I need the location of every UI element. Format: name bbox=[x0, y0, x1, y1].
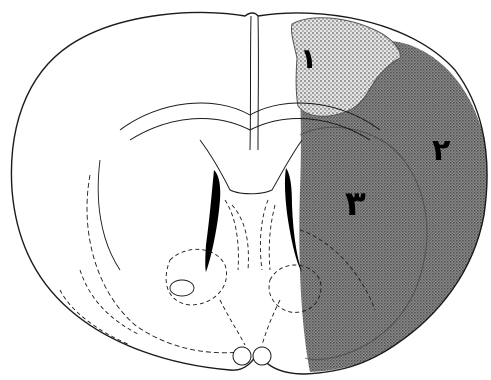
region-label-3: ۳ bbox=[345, 184, 366, 224]
base-circle-left bbox=[233, 347, 251, 365]
base-circle-right bbox=[253, 347, 271, 365]
region-label-1: ۱ bbox=[300, 42, 317, 75]
region-label-2: ۲ bbox=[432, 133, 450, 168]
